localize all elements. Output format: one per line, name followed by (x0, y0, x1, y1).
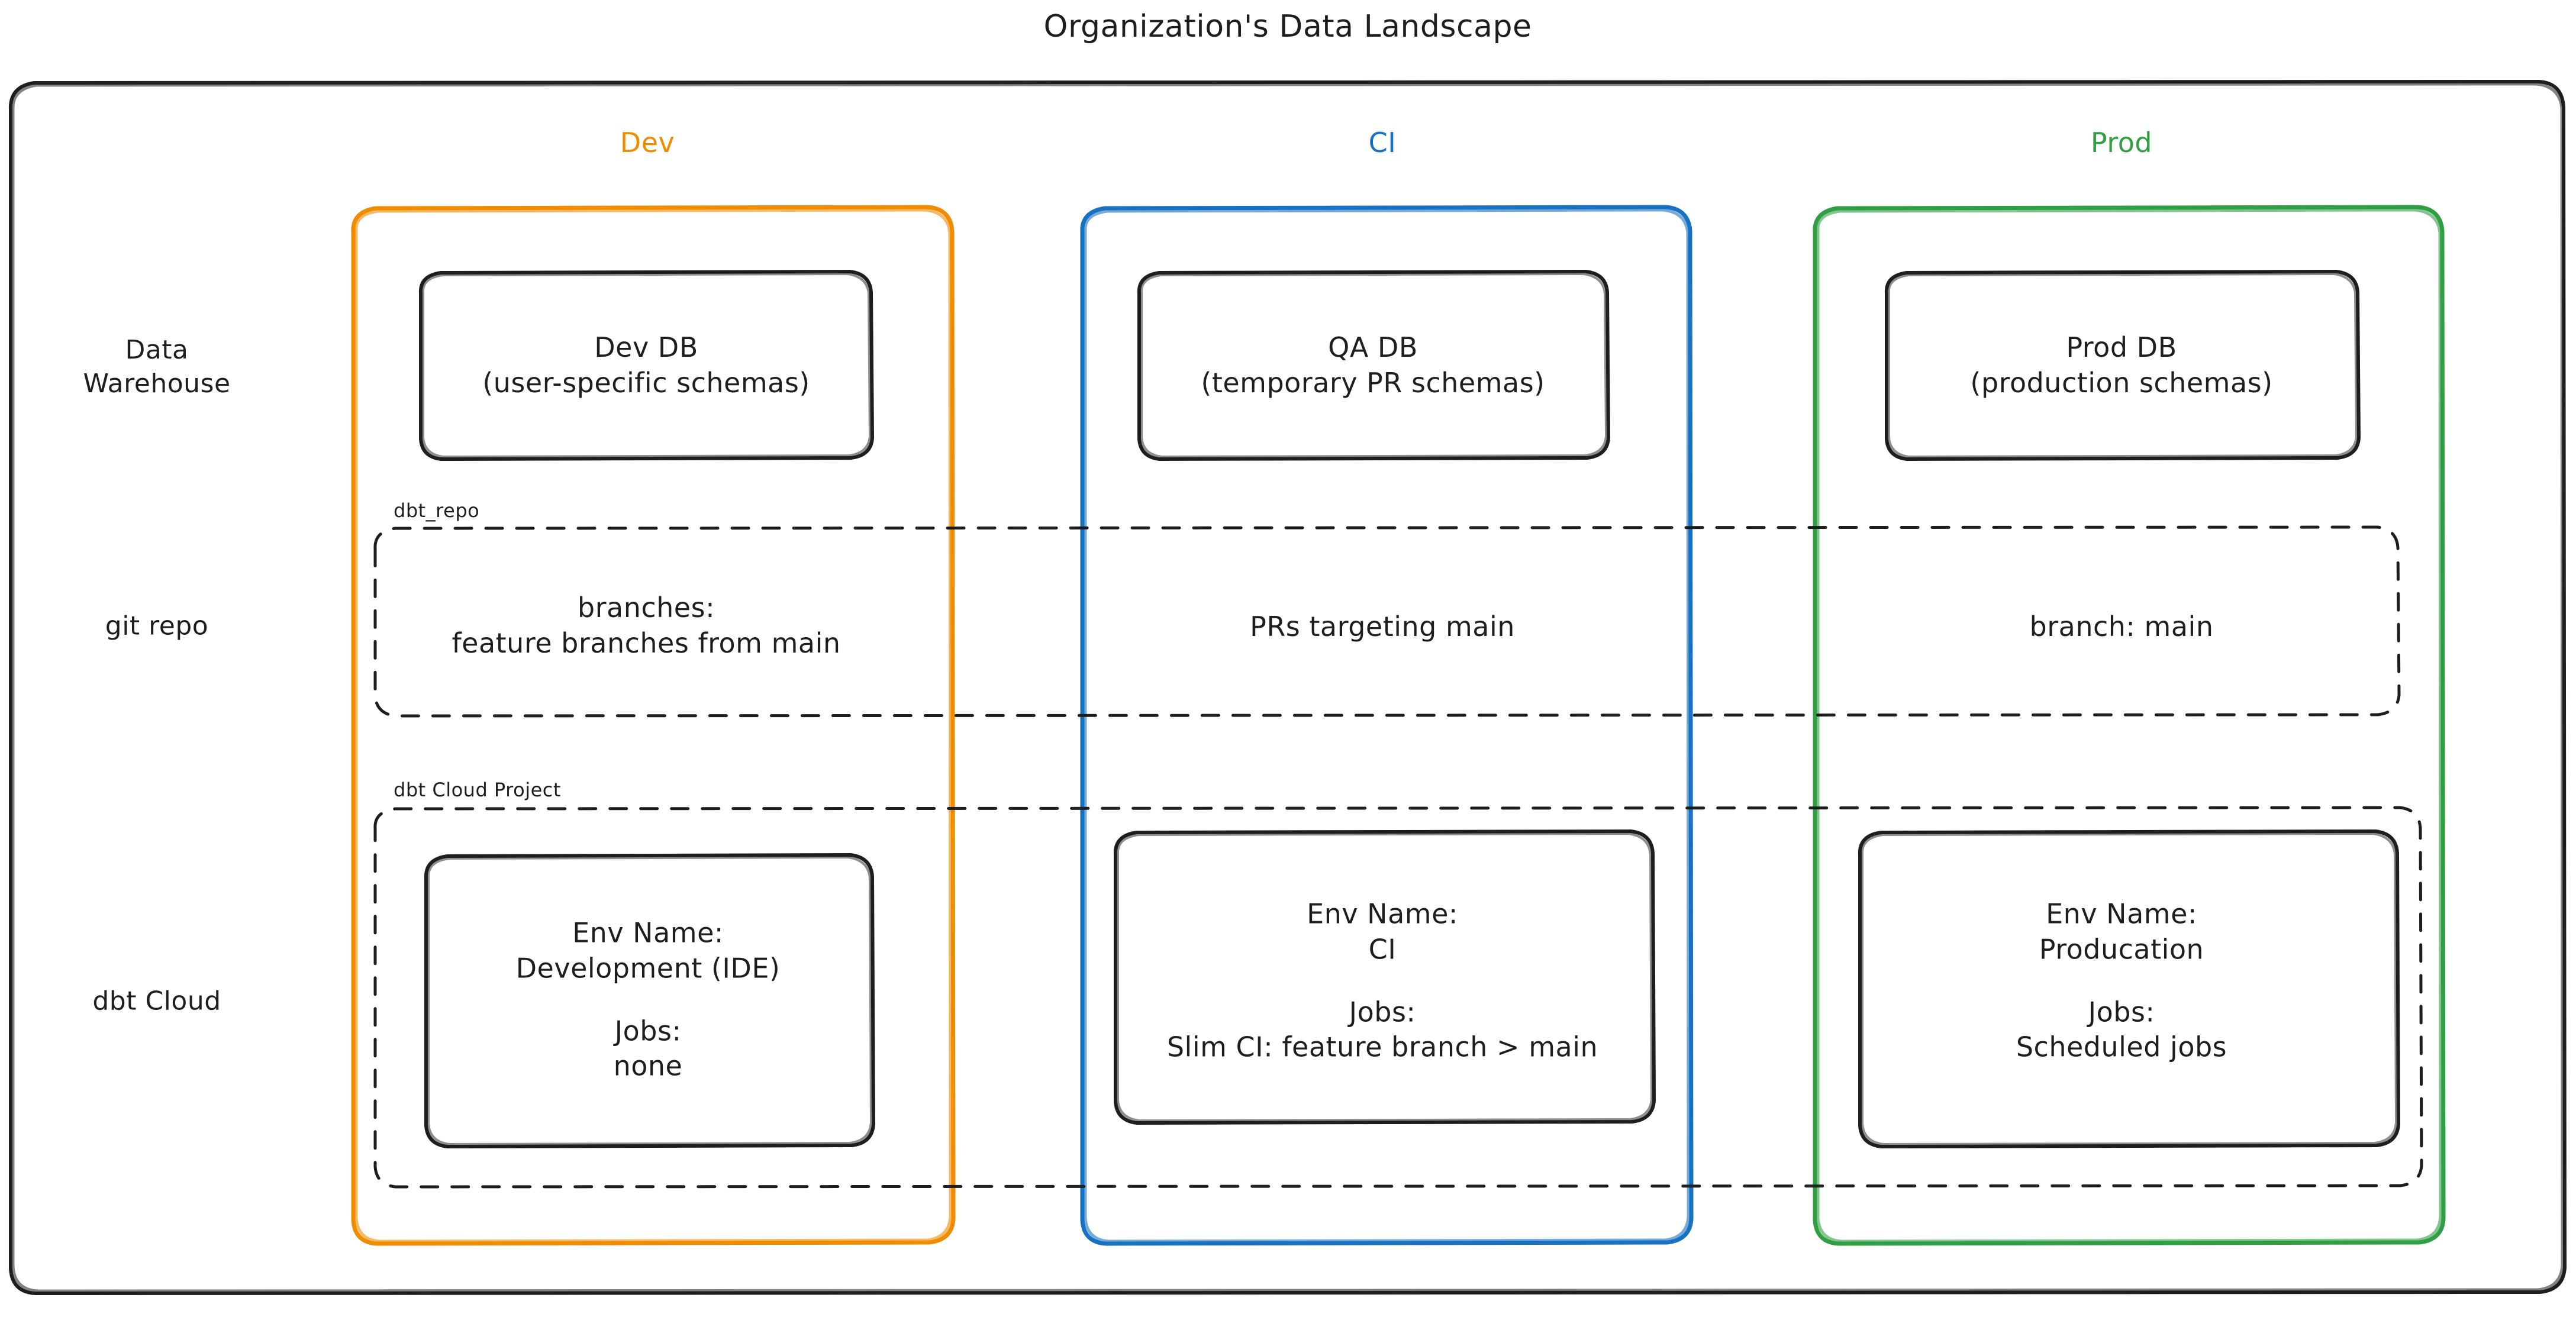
outer-frame (8, 80, 2567, 1295)
ci-env-name-label: Env Name: (1307, 898, 1458, 930)
row-label-dbt-cloud: dbt Cloud (92, 986, 221, 1016)
spacer (1167, 967, 1598, 995)
group-label-dbt-cloud-project: dbt Cloud Project (394, 779, 561, 801)
node-prod-dbtcloud-label: Env Name: Producation Jobs: Scheduled jo… (2016, 896, 2227, 1065)
node-ci-dbtcloud-label: Env Name: CI Jobs: Slim CI: feature bran… (1167, 896, 1598, 1065)
node-dev-db-label: Dev DB (user-specific schemas) (482, 331, 810, 399)
node-prod-db-label: Prod DB (production schemas) (1970, 331, 2273, 399)
node-dev-dbtcloud-label: Env Name: Development (IDE) Jobs: none (516, 915, 781, 1084)
group-label-dbt-repo: dbt_repo (394, 499, 480, 522)
spacer (2016, 967, 2227, 995)
prod-env-name-label: Env Name: (2046, 898, 2197, 930)
dev-jobs-label: Jobs: (614, 1015, 682, 1047)
node-qa-db-label: QA DB (temporary PR schemas) (1201, 331, 1545, 399)
dev-env-name-value: Development (IDE) (515, 952, 781, 984)
row-label-git-repo: git repo (105, 611, 209, 641)
ci-env-name-value: CI (1368, 933, 1397, 966)
column-header-ci: CI (1368, 127, 1397, 159)
page-title: Organization's Data Landscape (1043, 9, 1532, 44)
node-dev-git-label: branches: feature branches from main (452, 592, 841, 659)
column-header-prod: Prod (2090, 127, 2153, 159)
node-ci-git-label: PRs targeting main (1250, 611, 1515, 643)
prod-env-name-value: Producation (2039, 933, 2204, 966)
ci-jobs-value: Slim CI: feature branch > main (1166, 1031, 1598, 1063)
prod-jobs-value: Scheduled jobs (2016, 1031, 2227, 1063)
column-header-dev: Dev (620, 127, 675, 159)
dev-jobs-value: none (613, 1050, 683, 1082)
row-label-data-warehouse: Data Warehouse (83, 334, 231, 399)
spacer (516, 986, 781, 1013)
ci-jobs-label: Jobs: (1349, 996, 1416, 1028)
dev-env-name-label: Env Name: (572, 916, 724, 949)
node-prod-git-label: branch: main (2029, 611, 2214, 643)
prod-jobs-label: Jobs: (2088, 996, 2155, 1028)
